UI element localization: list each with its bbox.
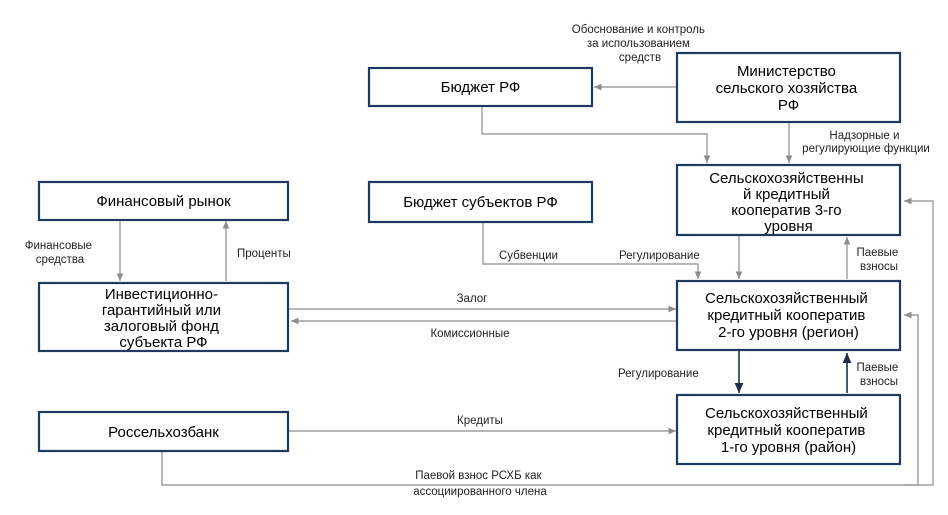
box-budget-subjects-label: Бюджет субъектов РФ	[403, 194, 558, 211]
box-financial-market-label: Финансовый рынок	[96, 193, 231, 210]
box-coop-level3: Сельскохозяйственны й кредитный кооперат…	[675, 163, 902, 237]
label-credits: Кредиты	[457, 415, 503, 427]
label-subsidies: Субвенции	[499, 250, 558, 262]
box-rosselkhozbank: Россельхозбанк	[37, 410, 290, 453]
box-budget-rf: Бюджет РФ	[367, 66, 594, 108]
arrow-rshb-to-coop3	[161, 197, 934, 486]
label-rshb-share: Паевой взнос РСХБ как ассоциированного ч…	[413, 470, 547, 498]
box-coop-level1: Сельскохозяйственный кредитный кооперати…	[675, 393, 902, 466]
arrow-subjects-to-coop2	[482, 222, 702, 279]
box-ministry: Министерство сельского хозяйства РФ	[675, 51, 902, 124]
label-regulation-mid: Регулирование	[618, 368, 699, 380]
box-coop-level3-label: Сельскохозяйственны й кредитный кооперат…	[709, 170, 868, 235]
box-guarantee-fund: Инвестиционно- гарантийный или залоговый…	[37, 281, 290, 353]
arrow-budget-to-coop3	[481, 106, 711, 163]
label-pledge: Залог	[457, 293, 488, 305]
box-coop-level1-label: Сельскохозяйственный кредитный кооперати…	[705, 405, 872, 456]
box-budget-rf-label: Бюджет РФ	[441, 79, 521, 96]
box-coop-level2: Сельскохозяйственный кредитный кооперати…	[675, 279, 902, 352]
label-financial-funds: Финансовые средства	[25, 240, 96, 266]
box-budget-subjects: Бюджет субъектов РФ	[367, 180, 594, 224]
box-coop-level2-label: Сельскохозяйственный кредитный кооперати…	[705, 290, 872, 341]
box-guarantee-fund-label: Инвестиционно- гарантийный или залоговый…	[102, 286, 225, 351]
box-financial-market: Финансовый рынок	[37, 180, 290, 222]
arrow-rshb-to-coop2	[904, 311, 919, 485]
label-justification: Обоснование и контроль за использованием…	[572, 24, 708, 64]
label-share-top: Паевые взносы	[856, 247, 901, 273]
label-commission: Комиссионные	[430, 328, 509, 340]
box-ministry-label: Министерство сельского хозяйства РФ	[716, 63, 862, 114]
label-regulation-top: Регулирование	[619, 250, 700, 262]
label-share-mid: Паевые взносы	[856, 362, 901, 388]
label-interest: Проценты	[237, 248, 291, 260]
box-rosselkhozbank-label: Россельхозбанк	[108, 424, 219, 441]
label-supervisory: Надзорные и регулирующие функции	[802, 130, 930, 155]
